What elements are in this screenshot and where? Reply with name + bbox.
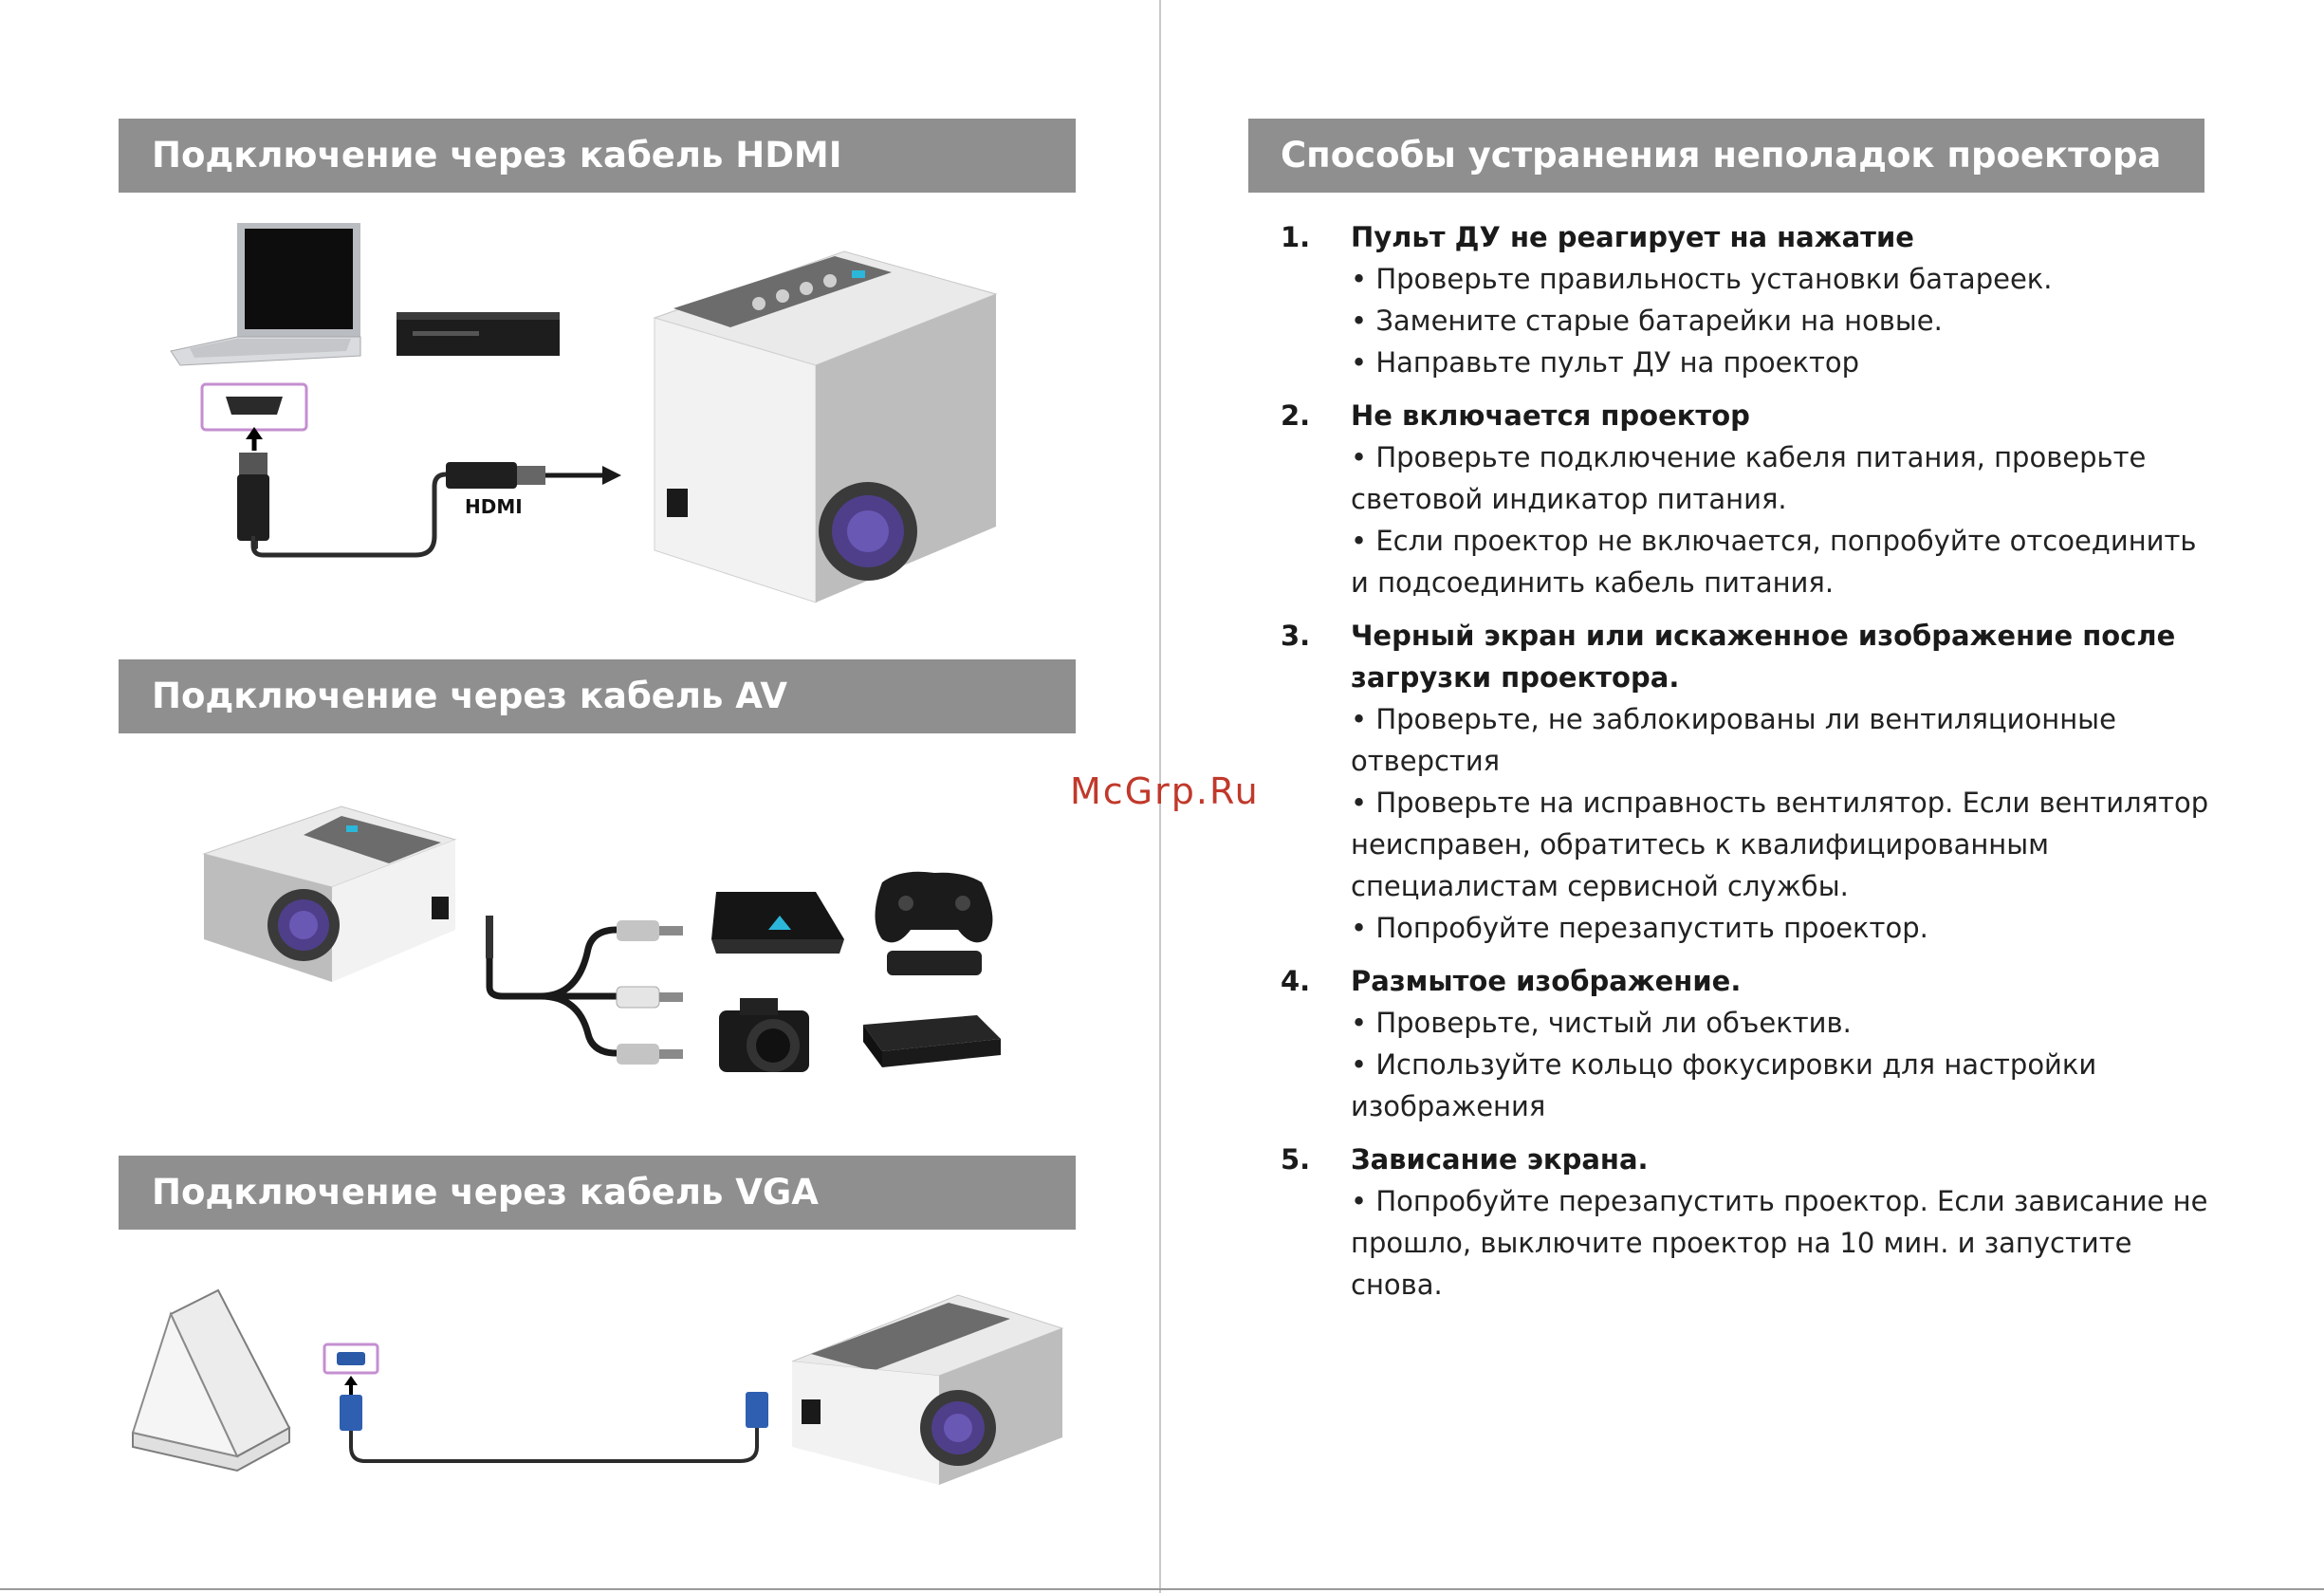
item-line: • Проверьте, чистый ли объектив. (1351, 1007, 1852, 1039)
item-line: отверстия (1351, 745, 1501, 777)
watermark: McGrp.Ru (1070, 770, 1260, 812)
item-title: Зависание экрана. (1351, 1143, 1649, 1176)
item-line: • Попробуйте перезапустить проектор. (1351, 912, 1928, 944)
item-line: • Замените старые батарейки на новые. (1351, 305, 1943, 337)
vga-section-header: Подключение через кабель VGA (119, 1156, 1076, 1230)
hdmi-port-icon (200, 382, 308, 451)
vga-port-icon (323, 1343, 379, 1395)
list-item: 3. Черный экран или искаженное изображен… (1281, 615, 2229, 949)
item-number: 5. (1281, 1143, 1311, 1176)
hdmi-section-header: Подключение через кабель HDMI (119, 119, 1076, 193)
item-number: 4. (1281, 965, 1311, 997)
item-line: • Проверьте, не заблокированы ли вентиля… (1351, 703, 2116, 735)
list-item: 2. Не включается проектор • Проверьте по… (1281, 395, 2229, 603)
av-section-header: Подключение через кабель AV (119, 659, 1076, 733)
item-number: 2. (1281, 399, 1311, 432)
item-line: изображения (1351, 1090, 1546, 1122)
item-line: • Проверьте правильность установки батар… (1351, 263, 2053, 295)
hdmi-connection-illustration: HDMI (170, 223, 998, 603)
item-title: Пульт ДУ не реагирует на нажатие (1351, 221, 1914, 253)
laptop-icon (131, 1288, 291, 1473)
item-line: неисправен, обратитесь к квалифицированн… (1351, 828, 2050, 861)
list-item: 5. Зависание экрана. • Попробуйте переза… (1281, 1139, 2229, 1306)
list-item: 1. Пульт ДУ не реагирует на нажатие • Пр… (1281, 216, 2229, 383)
item-title: Размытое изображение. (1351, 965, 1742, 997)
vga-connection-illustration (131, 1288, 1064, 1485)
hdmi-cable-label: HDMI (465, 495, 523, 518)
dvd-player-icon (397, 312, 560, 356)
item-line: • Направьте пульт ДУ на проектор (1351, 346, 1860, 379)
page-divider (1159, 0, 1161, 1593)
laptop-icon (170, 223, 361, 366)
item-title: Не включается проектор (1351, 399, 1750, 432)
item-line: • Попробуйте перезапустить проектор. Есл… (1351, 1185, 2208, 1217)
gamepad-icon (875, 871, 993, 975)
camera-icon (719, 998, 809, 1072)
projector-icon (653, 250, 998, 603)
item-line: специалистам сервисной службы. (1351, 870, 1849, 902)
item-line: • Проверьте на исправность вентилятор. Е… (1351, 787, 2209, 819)
item-title: Черный экран или искаженное изображение … (1351, 620, 2176, 652)
item-number: 3. (1281, 620, 1311, 652)
tv-box-icon (711, 892, 844, 954)
dvd-player-icon (863, 1015, 1001, 1067)
item-line: • Если проектор не включается, попробуйт… (1351, 525, 2197, 557)
item-title-continuation: загрузки проектора. (1351, 661, 1680, 694)
item-line: • Используйте кольцо фокусировки для нас… (1351, 1048, 2097, 1081)
projector-icon (202, 806, 457, 982)
bottom-rule (0, 1588, 2324, 1590)
projector-icon (791, 1294, 1064, 1485)
item-number: 1. (1281, 221, 1311, 253)
item-line: • Проверьте подключение кабеля питания, … (1351, 441, 2147, 473)
item-line: прошло, выключите проектор на 10 мин. и … (1351, 1227, 2132, 1259)
av-cable-icon (486, 916, 683, 1065)
item-line: и подсоединить кабель питания. (1351, 566, 1835, 599)
av-connection-illustration (202, 806, 1001, 1072)
list-item: 4. Размытое изображение. • Проверьте, чи… (1281, 960, 2229, 1127)
hdmi-cable-icon: HDMI (237, 453, 621, 558)
item-line: снова. (1351, 1269, 1443, 1301)
item-line: световой индикатор питания. (1351, 483, 1787, 515)
troubleshooting-list: 1. Пульт ДУ не реагирует на нажатие • Пр… (1281, 216, 2229, 1317)
troubleshooting-header: Способы устранения неполадок проектора (1248, 119, 2204, 193)
vga-cable-icon (340, 1392, 768, 1463)
